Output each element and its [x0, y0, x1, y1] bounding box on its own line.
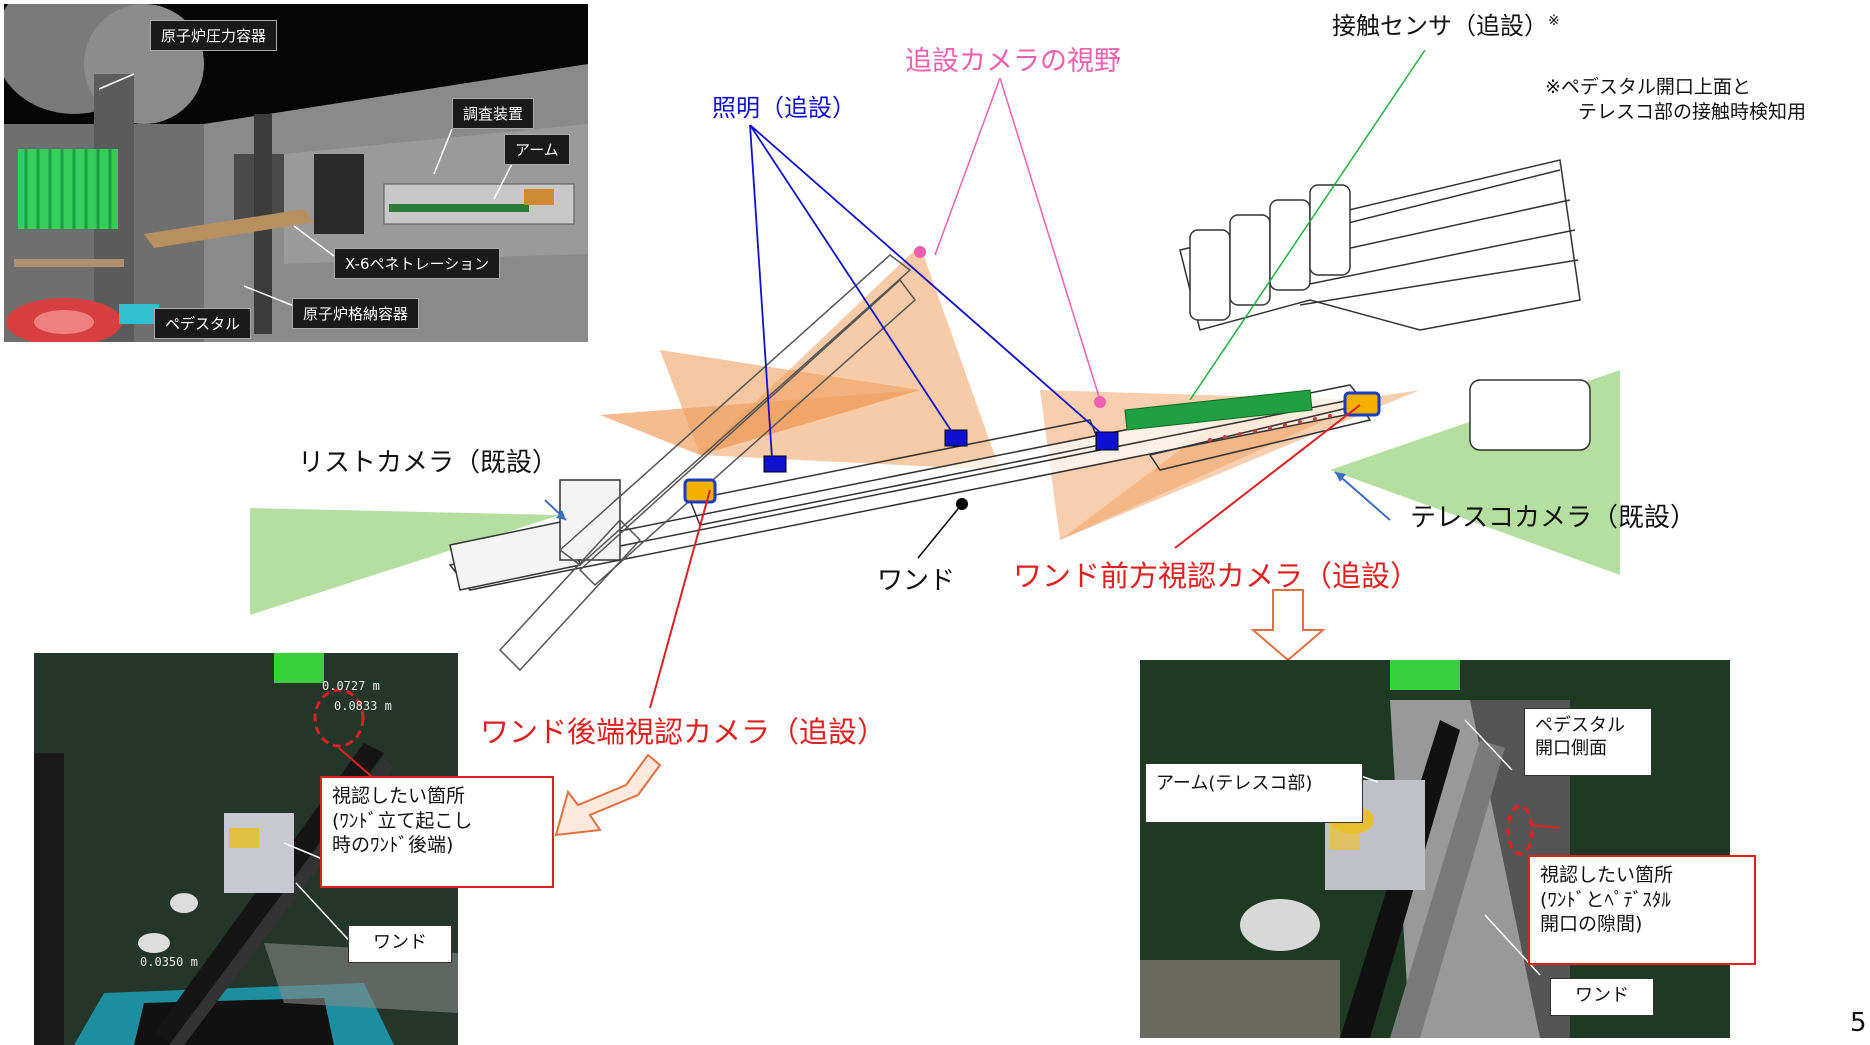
- front-view-callout-line-3: 開口の隙間): [1540, 913, 1643, 936]
- fov-marker-2: [1094, 396, 1106, 408]
- front-view-callout-line-1: 視認したい箇所: [1540, 864, 1674, 886]
- front-camera-leader: [1174, 404, 1361, 549]
- rear-view-callout: 視認したい箇所 (ﾜﾝﾄﾞ立て起こし 時のﾜﾝﾄﾞ後端): [320, 776, 554, 888]
- label-pedestal: ペデスタル: [154, 308, 252, 339]
- measure-1: 0.0727 m: [322, 679, 380, 693]
- label-survey-device: 調査装置: [452, 98, 535, 129]
- label-x6-penetration: X-6ペネトレーション: [334, 248, 501, 279]
- wrist-camera-fov: [250, 508, 560, 615]
- wand-beam: [448, 384, 1372, 591]
- telesco-camera-label: テレスコカメラ（既設）: [1410, 503, 1697, 533]
- telesco-camera-leader: [1334, 471, 1391, 521]
- plant-3d-scene: [4, 4, 588, 342]
- plant-3d-overview: 原子炉圧力容器 調査装置 アーム X-6ペネトレーション ペデスタル 原子炉格納…: [4, 4, 588, 342]
- down-left-arrow: [554, 753, 662, 837]
- measure-3: 0.0350 m: [140, 955, 198, 969]
- light-2: [944, 429, 968, 447]
- front-view-arm-label: アーム(テレスコ部): [1145, 763, 1363, 823]
- measure-2: 0.0833 m: [334, 699, 392, 713]
- front-view-callout: 視認したい箇所 (ﾜﾝﾄﾞとﾍﾟﾃﾞｽﾀﾙ 開口の隙間): [1528, 855, 1756, 965]
- rear-camera-view: 0.0727 m 0.0833 m 0.0350 m: [34, 653, 458, 1045]
- front-view-pedestal-label: ペデスタル 開口側面: [1524, 708, 1652, 776]
- rear-camera-leader: [649, 489, 711, 709]
- wand-front-camera-label: ワンド前方視認カメラ（追設）: [1013, 559, 1420, 593]
- rear-view-callout-line-1: 視認したい箇所: [332, 785, 466, 807]
- label-rpv: 原子炉圧力容器: [150, 20, 278, 51]
- fov-label: 追設カメラの視野: [905, 46, 1121, 77]
- footnote-line-2: テレスコ部の接触時検知用: [1578, 101, 1807, 123]
- light-3: [1095, 431, 1119, 451]
- rear-view-callout-line-3: 時のﾜﾝﾄﾞ後端): [332, 834, 454, 857]
- telesco-arm: [1179, 159, 1591, 451]
- front-view-callout-line-2: (ﾜﾝﾄﾞとﾍﾟﾃﾞｽﾀﾙ: [1540, 888, 1671, 911]
- front-view-pedestal-line-2: 開口側面: [1535, 738, 1607, 760]
- down-arrow: [1250, 589, 1326, 662]
- front-view-wand-label: ワンド: [1550, 978, 1654, 1016]
- contact-sensor-mark: ※: [1548, 13, 1560, 29]
- label-arm: アーム: [504, 134, 570, 165]
- light-1: [763, 455, 787, 473]
- contact-sensor-leader: [1189, 49, 1426, 401]
- rear-view-wand-label: ワンド: [348, 925, 452, 963]
- telesco-dot-row: [1208, 414, 1332, 442]
- page-number: 5: [1850, 1008, 1867, 1038]
- wand-rear-camera-label: ワンド後端視認カメラ（追設）: [480, 715, 887, 749]
- fov-leaders: [934, 77, 1101, 401]
- lighting-label: 照明（追設）: [712, 94, 856, 122]
- contact-sensor-label: 接触センサ（追設）※: [1332, 12, 1560, 40]
- fov-marker-1: [914, 246, 926, 258]
- front-view-pedestal-line-1: ペデスタル: [1535, 715, 1625, 736]
- rear-camera-scene: [34, 653, 458, 1045]
- footnote-line-1: ※ペデスタル開口上面と: [1545, 76, 1751, 98]
- label-pcv: 原子炉格納容器: [292, 298, 420, 329]
- lighting-leaders: [749, 124, 1103, 459]
- wrist-camera-label: リストカメラ（既設）: [298, 448, 559, 478]
- rear-view-callout-line-2: (ﾜﾝﾄﾞ立て起こし: [332, 809, 473, 832]
- fov-wedge-front2: [1040, 390, 1370, 540]
- wand-label: ワンド: [877, 566, 956, 596]
- boom-arm: [498, 254, 917, 672]
- contact-sensor-strip: [1124, 389, 1313, 431]
